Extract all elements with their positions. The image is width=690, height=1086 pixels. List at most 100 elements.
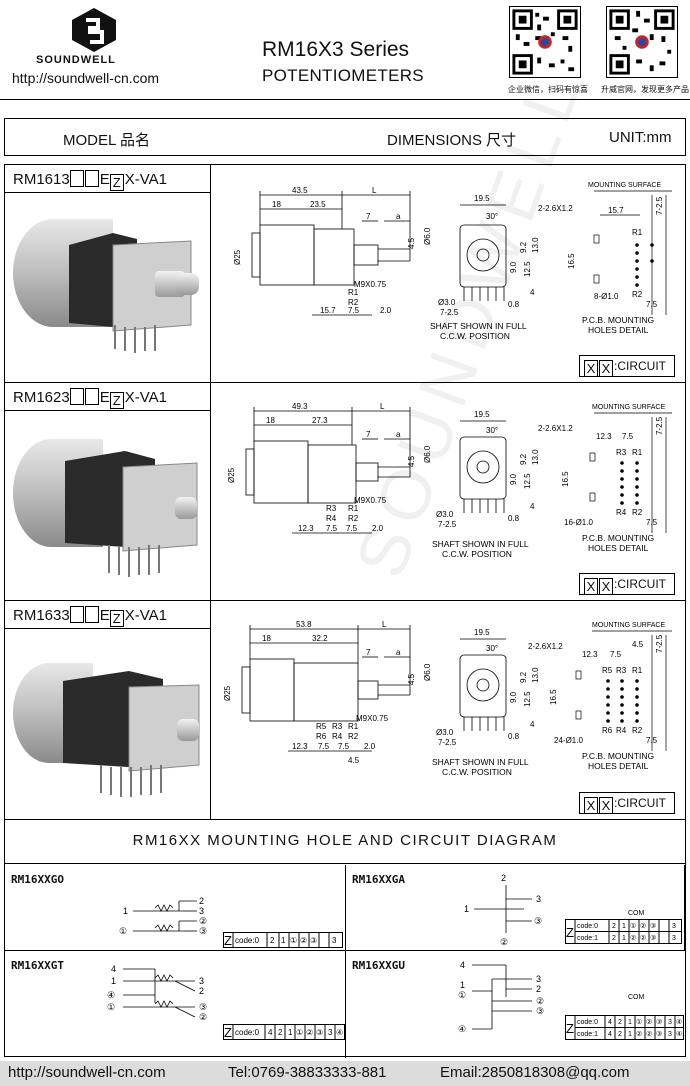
shaft-note-1: SHAFT SHOWN IN FULL: [430, 321, 527, 331]
dim-7: 7: [366, 648, 371, 657]
shaft-note-2: C.C.W. POSITION: [440, 331, 510, 341]
shaft-note-2: C.C.W. POSITION: [442, 767, 512, 777]
dim-08: 0.8: [508, 300, 520, 309]
dim-20: 2.0: [372, 524, 384, 533]
mount-r5: R5: [602, 666, 613, 675]
dim-a-label: a: [396, 212, 401, 221]
svg-text:code:0: code:0: [577, 1019, 598, 1026]
dim-08: 0.8: [508, 514, 520, 523]
qr-code-wechat[interactable]: [509, 6, 581, 78]
code-box: X: [599, 578, 613, 595]
svg-text:3: 3: [199, 906, 204, 916]
dimensions-column-label: DIMENSIONS 尺寸: [387, 132, 517, 149]
svg-text:③: ③: [316, 1028, 323, 1037]
mount-75: 7.5: [646, 736, 658, 745]
code-box: X: [584, 578, 598, 595]
svg-text:code:1: code:1: [577, 935, 598, 942]
svg-text:②: ②: [640, 922, 646, 930]
mount-r3: R3: [616, 448, 627, 457]
circuit-cell-go: RM16XXGO 1 2 3 ① ② ③: [5, 865, 346, 951]
series-subtitle: POTENTIOMETERS: [262, 66, 424, 85]
mounting-surface-label: MOUNTING SURFACE: [592, 404, 665, 411]
mount-r3: R3: [616, 666, 627, 675]
dim-h5: 4: [530, 720, 535, 729]
circuit-cell-label: RM16XXGO: [11, 873, 64, 886]
dim-a-label: a: [396, 648, 401, 657]
mount-165: 16.5: [561, 471, 570, 487]
mount-75: 7.5: [646, 300, 658, 309]
dim-20: 2.0: [364, 742, 376, 751]
dim-d6: Ø6.0: [423, 663, 432, 681]
svg-text:③: ③: [650, 922, 656, 930]
dim-angle: 30°: [486, 644, 498, 653]
dimension-drawing: 43.5 18 23.5 L 7 a Ø25 4.5 Ø6.0 M9X0.75 …: [212, 165, 685, 383]
mount-pins: 8-Ø1.0: [594, 292, 619, 301]
page-header: SOUNDWELL http://soundwell-cn.com RM16X3…: [0, 0, 690, 100]
svg-text:④: ④: [676, 1018, 682, 1026]
dim-123: 12.3: [298, 524, 314, 533]
dim-a: 18: [266, 416, 275, 425]
dim-pitch: 7-2.5: [438, 520, 457, 529]
page-footer: http://soundwell-cn.com Tel:0769-3883333…: [0, 1061, 690, 1086]
brand-name: SOUNDWELL: [36, 54, 116, 66]
mount-pins: 24-Ø1.0: [554, 736, 583, 745]
product-photo: [5, 193, 211, 382]
svg-text:②: ②: [300, 936, 307, 945]
pin-r2: R2: [348, 514, 359, 523]
potentiometer-image-single: [13, 219, 199, 353]
dim-h4: 12.5: [523, 691, 532, 707]
mount-r6: R6: [602, 726, 613, 735]
footer-tel: Tel:0769-38833333-881: [228, 1064, 387, 1081]
dim-width: 19.5: [474, 194, 490, 203]
dim-123: 12.3: [292, 742, 308, 751]
dim-d3: Ø3.0: [436, 510, 454, 519]
dim-a: 18: [272, 200, 281, 209]
qr-caption-website: 升威官网，发现更多产品: [601, 85, 689, 94]
code-box: X: [599, 797, 613, 814]
qr-code-website[interactable]: [606, 6, 678, 78]
dim-b: 32.2: [312, 634, 328, 643]
svg-text:②: ②: [306, 1028, 313, 1037]
svg-text:③: ③: [199, 926, 207, 936]
mount-r2: R2: [632, 508, 643, 517]
svg-text:②: ②: [199, 1012, 207, 1022]
dim-width: 19.5: [474, 410, 490, 419]
dim-h3: 9.0: [509, 691, 518, 703]
dim-angle: 30°: [486, 426, 498, 435]
code-box: [69, 606, 84, 623]
dimension-diagram: 49.3 18 27.3 L 7 a Ø25 4.5 Ø6.0 M9X0.75 …: [227, 402, 672, 559]
header-url[interactable]: http://soundwell-cn.com: [12, 70, 160, 86]
pin-r4: R4: [332, 732, 343, 741]
code-box: [84, 170, 99, 187]
circuit-cell-label: RM16XXGU: [352, 959, 405, 972]
svg-text:2: 2: [278, 1028, 283, 1037]
mount-45: 4.5: [632, 640, 644, 649]
svg-text:2: 2: [501, 873, 506, 883]
svg-text:3: 3: [199, 976, 204, 986]
dim-d6: Ø6.0: [423, 445, 432, 463]
com-label: COM: [628, 994, 645, 1001]
pin-r5: R5: [316, 722, 327, 731]
dim-L: L: [380, 402, 385, 411]
code-box: [69, 388, 84, 405]
footer-email[interactable]: Email:2850818308@qq.com: [440, 1064, 630, 1081]
svg-text:3: 3: [672, 923, 676, 930]
dim-h1: 13.0: [531, 449, 540, 465]
svg-text:code:0: code:0: [577, 923, 598, 930]
svg-text:④: ④: [107, 990, 115, 1000]
footer-url[interactable]: http://soundwell-cn.com: [8, 1064, 166, 1081]
mount-75a: 7.5: [610, 650, 622, 659]
circuit-cell-ga: RM16XXGA 2 1 3 ③ ② COM: [346, 865, 685, 951]
potentiometer-image-triple: [13, 663, 200, 797]
svg-text:1: 1: [288, 1028, 293, 1037]
svg-text:3: 3: [536, 894, 541, 904]
svg-text:①: ①: [119, 926, 127, 936]
circuit-schematic: 2 1 3 ③ ② COM: [464, 873, 645, 947]
dim-angle: 30°: [486, 212, 498, 221]
shaft-note-1: SHAFT SHOWN IN FULL: [432, 757, 529, 767]
mount-165: 16.5: [549, 689, 558, 705]
pin-r1: R1: [348, 722, 359, 731]
